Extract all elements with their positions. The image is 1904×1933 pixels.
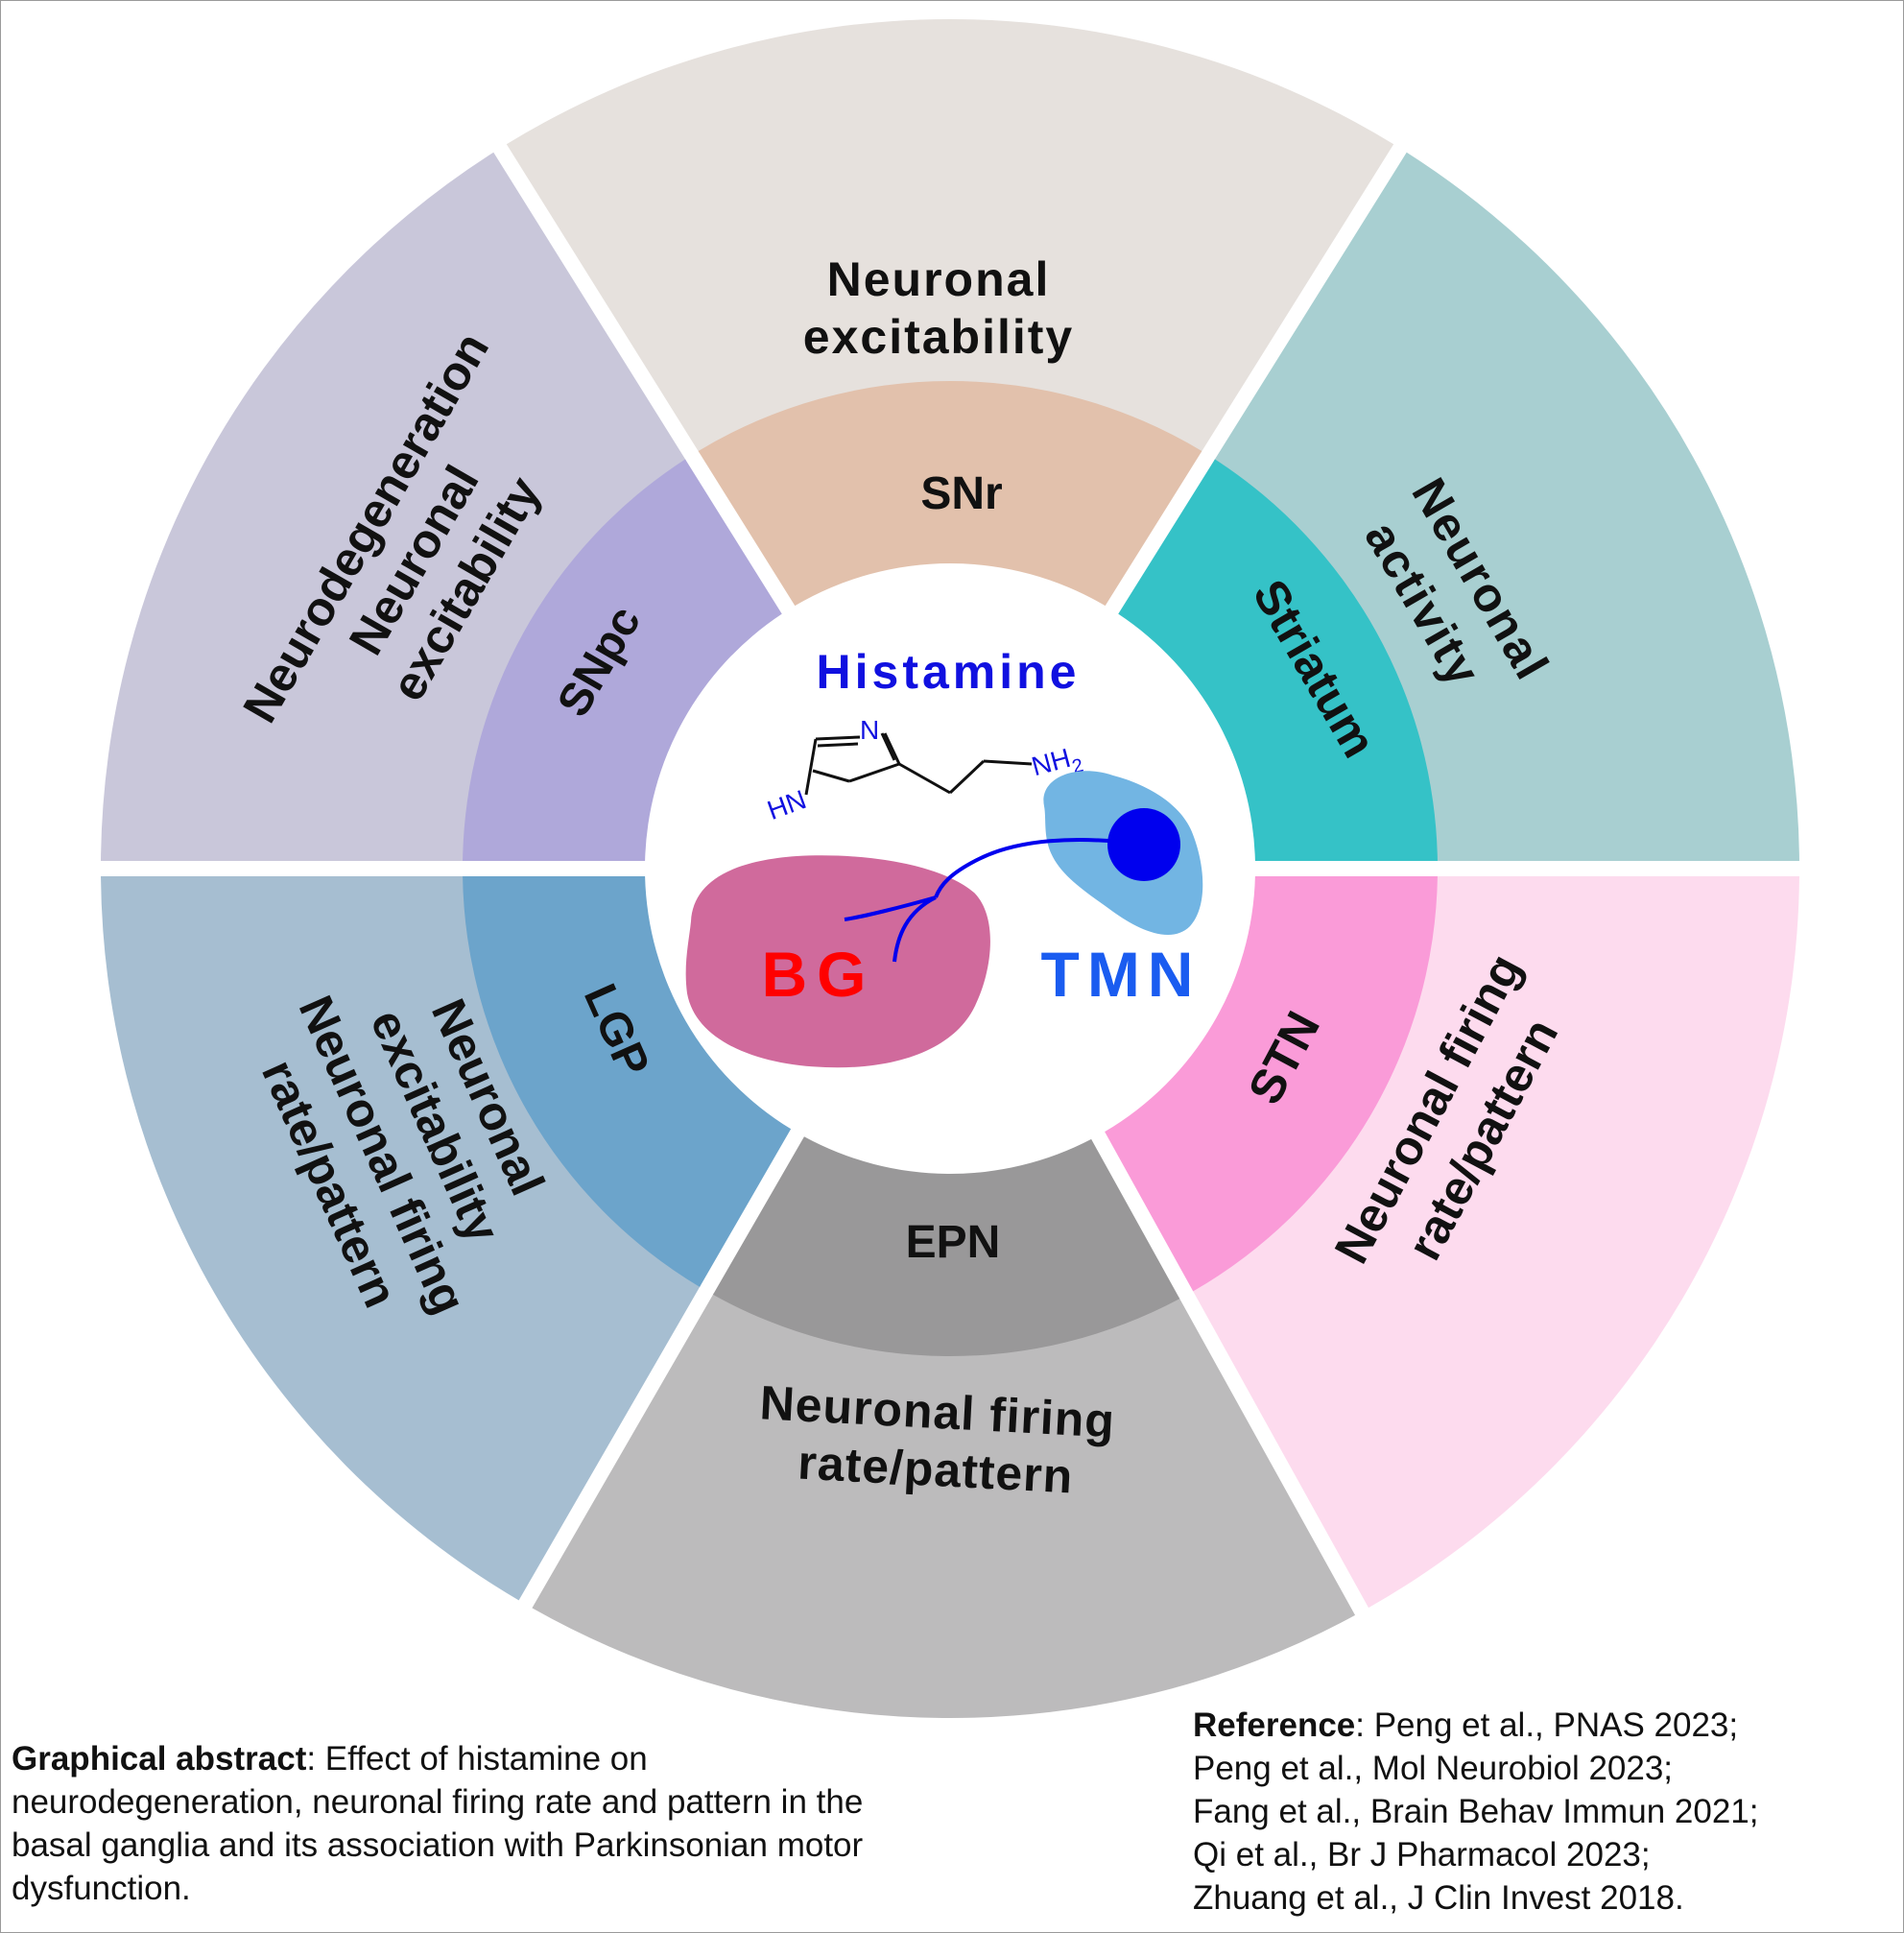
bg-label: BG [762, 939, 876, 1010]
striatum-outer-band [1213, 152, 1799, 862]
caption-left-text: : Effect of histamine on neurodegenerati… [12, 1740, 864, 1907]
axon-branch [892, 895, 937, 963]
bond [983, 759, 1033, 766]
snpc-outer-band [101, 152, 687, 862]
histamine-title: Histamine [817, 645, 1081, 699]
snr-outer-band [506, 19, 1394, 453]
reference-line: Peng et al., Mol Neurobiol 2023; [1193, 1750, 1674, 1787]
graphical-abstract-caption: Graphical abstract: Effect of histamine … [12, 1737, 904, 1910]
bond [948, 759, 986, 795]
bond [815, 735, 861, 741]
bond [817, 742, 859, 748]
bond [898, 762, 951, 795]
caption-right-label: Reference [1193, 1706, 1356, 1744]
tmn-label: TMN [1041, 939, 1202, 1010]
epn-region-label: EPN [906, 1217, 1001, 1268]
axon-branch [844, 895, 937, 921]
bond [848, 762, 900, 783]
segment-striatum: Striatum Neuronal activity [1118, 152, 1799, 862]
snr-effect-line-2: excitability [803, 310, 1074, 364]
reference-line: Zhuang et al., J Clin Invest 2018. [1193, 1879, 1684, 1917]
reference-line: Reference: Peng et al., PNAS 2023; [1193, 1704, 1903, 1747]
snr-inner-band [698, 381, 1202, 607]
snr-region-label: SNr [920, 468, 1002, 519]
segment-snr: SNr Neuronal excitability [506, 19, 1394, 607]
stn-outer-band [1192, 875, 1799, 1609]
segment-epn: EPN Neuronal firing rate/pattern [532, 1136, 1356, 1718]
tmn-neuron-soma [1107, 808, 1180, 881]
bond [812, 769, 850, 783]
bond [883, 732, 901, 765]
bg-blob [685, 855, 990, 1068]
reference-line: Qi et al., Br J Pharmacol 2023; [1193, 1836, 1651, 1873]
lgp-outer-band [101, 875, 702, 1601]
bond [804, 738, 818, 796]
epn-inner-band [712, 1136, 1180, 1356]
n-atom-label: N [860, 715, 879, 745]
segment-lgp: LGP Neuronal excitability Neuronal firin… [101, 875, 792, 1601]
striatum-inner-band [1118, 459, 1438, 862]
tmn-axon [934, 838, 1145, 898]
snr-effect-line-1: Neuronal [827, 252, 1051, 306]
segment-snpc: SNpc Neurodegeneration Neuronal excitabi… [101, 152, 782, 862]
caption-left-label: Graphical abstract [12, 1740, 307, 1778]
reference-caption: Reference: Peng et al., PNAS 2023; Peng … [1193, 1704, 1903, 1920]
segment-stn: STN Neuronal firing rate/pattern [1105, 875, 1799, 1609]
lgp-inner-band [463, 875, 792, 1287]
epn-outer-band [532, 1293, 1356, 1718]
center-panel: Histamine N HN NH2 BG TMN [651, 569, 1250, 1168]
reference-line: Fang et al., Brain Behav Immun 2021; [1193, 1793, 1759, 1830]
reference-first-line: : Peng et al., PNAS 2023; [1355, 1706, 1739, 1744]
stn-inner-band [1105, 875, 1438, 1292]
bond [880, 732, 896, 761]
snpc-inner-band [463, 459, 782, 862]
